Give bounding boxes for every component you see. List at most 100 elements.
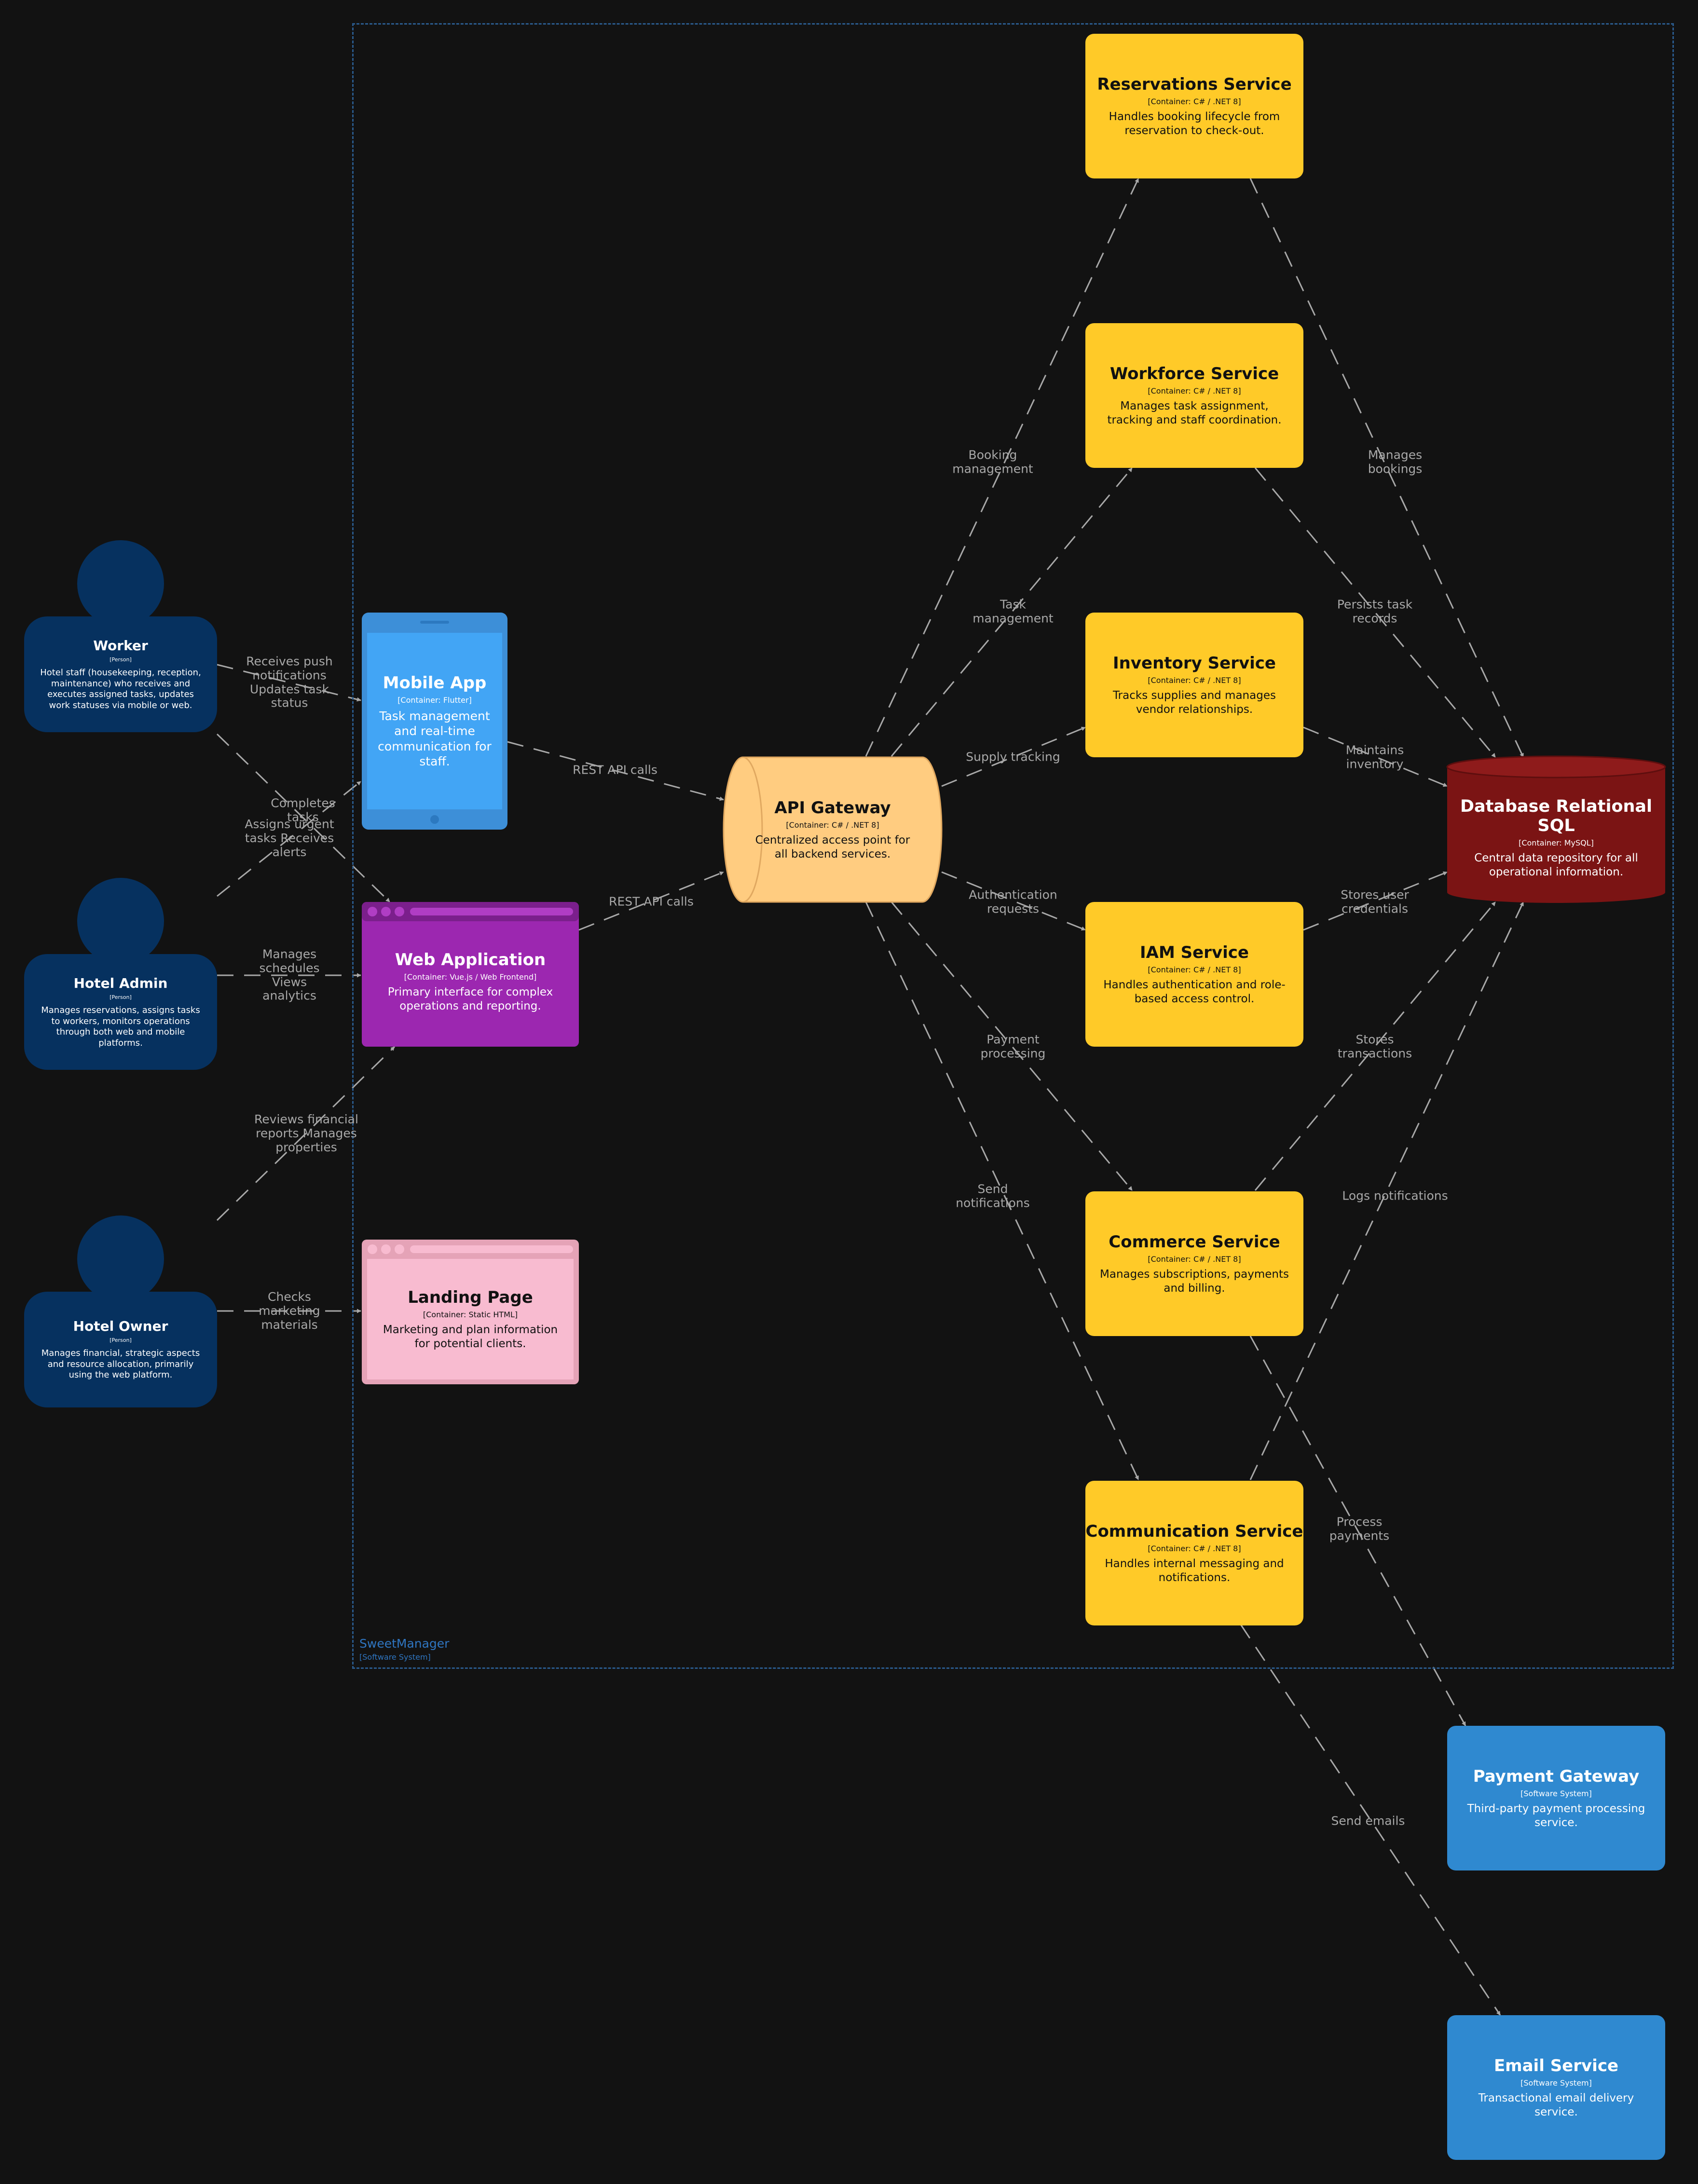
web-app-frame (362, 902, 579, 1047)
container-desc: Manages subscriptions, payments and bill… (1100, 1268, 1289, 1295)
edge-gateway-workforce (890, 467, 1133, 757)
container-tag: [Container: C# / .NET 8] (1148, 96, 1241, 106)
person-title: Hotel Owner (73, 1318, 168, 1335)
container-title: IAM Service (1140, 942, 1249, 962)
container-workforce-service[interactable]: Workforce Service [Container: C# / .NET … (1085, 323, 1303, 468)
edge-label-gw-commerce: Payment processing (980, 1032, 1046, 1060)
edge-label-iam-db: Stores user credentials (1341, 887, 1409, 915)
edge-label-gw-reservations: Booking management (952, 448, 1033, 476)
container-tag: [Container: C# / .NET 8] (1148, 1254, 1241, 1264)
container-database[interactable]: Database Relational SQL [Container: MySQ… (1447, 778, 1665, 898)
container-title: Mobile App (383, 673, 487, 693)
edge-label-gw-communication: Send notifications (956, 1182, 1030, 1210)
edge-label-inventory-db: Maintains inventory (1345, 743, 1404, 771)
container-title: Commerce Service (1109, 1232, 1280, 1252)
edge-label-owner-landing: Checks marketing materials (259, 1289, 320, 1332)
edge-label-owner-web: Reviews financial reports Manages proper… (254, 1112, 358, 1154)
container-desc: Marketing and plan information for poten… (383, 1323, 558, 1350)
person-desc: Manages financial, strategic aspects and… (41, 1348, 200, 1380)
external-payment-gateway[interactable]: Payment Gateway [Software System] Third-… (1447, 1726, 1665, 1870)
edge-gateway-commerce (890, 901, 1133, 1191)
edge-label-worker-mobile: Receives push notifications Updates task… (246, 654, 333, 710)
container-tag: [Container: C# / .NET 8] (1148, 386, 1241, 396)
container-title: Web Application (395, 950, 546, 969)
person-title: Hotel Admin (73, 975, 168, 991)
person-head-icon (77, 878, 164, 965)
boundary-type: [Software System] (359, 1652, 431, 1662)
container-desc: Task management and real-time communicat… (378, 709, 492, 768)
edge-label-gw-inventory: Supply tracking (966, 750, 1060, 764)
edge-commerce-db (1254, 901, 1496, 1191)
edge-workforce-db (1254, 467, 1496, 758)
container-landing-page[interactable]: Landing Page [Container: Static HTML] Ma… (367, 1259, 574, 1379)
container-desc: Manages task assignment, tracking and st… (1107, 399, 1282, 426)
edge-communication-email (1240, 1624, 1501, 2016)
edge-worker-web (216, 733, 391, 903)
edge-label-gw-workforce: Task management (972, 597, 1054, 625)
person-title: Worker (93, 638, 148, 654)
person-desc: Manages reservations, assigns tasks to w… (41, 1005, 200, 1048)
container-commerce-service[interactable]: Commerce Service [Container: C# / .NET 8… (1085, 1191, 1303, 1336)
edge-label-workforce-db: Persists task records (1337, 597, 1413, 625)
container-title: Database Relational SQL (1460, 796, 1653, 835)
container-desc: Transactional email delivery service. (1478, 2091, 1634, 2118)
container-communication-service[interactable]: Communication Service [Container: C# / .… (1085, 1481, 1303, 1625)
container-tag: [Container: C# / .NET 8] (1148, 675, 1241, 685)
container-api-gateway[interactable]: API Gateway [Container: C# / .NET 8] Cen… (743, 757, 922, 902)
landing-page-frame (362, 1240, 579, 1384)
container-tag: [Container: Vue.js / Web Frontend] (404, 972, 537, 982)
person-desc: Hotel staff (housekeeping, reception, ma… (40, 668, 201, 710)
edge-worker-mobile (217, 664, 361, 702)
container-inventory-service[interactable]: Inventory Service [Container: C# / .NET … (1085, 613, 1303, 757)
container-tag: [Container: Flutter] (397, 696, 472, 705)
edge-admin-mobile (217, 780, 361, 897)
container-tag: [Container: MySQL] (1519, 838, 1594, 847)
container-tag: [Container: C# / .NET 8] (1148, 965, 1241, 974)
container-reservations-service[interactable]: Reservations Service [Container: C# / .N… (1085, 34, 1303, 178)
container-desc: Handles authentication and role-based ac… (1103, 978, 1286, 1005)
container-mobile-app[interactable]: Mobile App [Container: Flutter] Task man… (367, 633, 502, 809)
container-desc: Primary interface for complex operations… (387, 985, 553, 1012)
container-tag: [Container: C# / .NET 8] (1148, 1543, 1241, 1553)
edge-label-commerce-db: Stores transactions (1337, 1032, 1412, 1060)
person-head-icon (77, 1215, 164, 1302)
container-tag: [Software System] (1520, 1788, 1592, 1798)
boundary-name: SweetManager (359, 1637, 450, 1651)
person-tag: [Person] (110, 656, 132, 663)
edge-mobile-gateway (507, 741, 724, 801)
person-tag: [Person] (110, 1337, 132, 1344)
edge-label-admin-web: Manages schedules Views analytics (259, 947, 320, 1003)
container-tag: [Software System] (1520, 2078, 1592, 2088)
person-head-icon (77, 540, 164, 627)
edge-commerce-payment (1249, 1336, 1466, 1726)
external-email-service[interactable]: Email Service [Software System] Transact… (1447, 2015, 1665, 2160)
container-title: Workforce Service (1109, 364, 1279, 383)
container-desc: Tracks supplies and manages vendor relat… (1113, 689, 1276, 716)
container-tag: [Container: Static HTML] (423, 1310, 518, 1319)
database-shape (1446, 755, 1666, 903)
edge-label-communication-email: Send emails (1331, 1814, 1405, 1828)
api-gateway-shape (723, 756, 943, 903)
person-tag: [Person] (110, 994, 132, 1000)
container-web-application[interactable]: Web Application [Container: Vue.js / Web… (367, 921, 574, 1042)
container-title: Landing Page (408, 1287, 533, 1307)
container-desc: Central data repository for all operatio… (1474, 851, 1638, 878)
mobile-app-frame (362, 613, 507, 830)
edge-label-gw-iam: Authentication requests (969, 887, 1057, 915)
edge-label-commerce-payment: Process payments (1329, 1515, 1390, 1542)
edge-label-worker-web: Completes tasks (271, 796, 335, 824)
edge-label-web-gateway: REST API calls (609, 894, 694, 909)
container-title: Payment Gateway (1473, 1766, 1640, 1786)
container-title: Communication Service (1085, 1521, 1303, 1541)
container-desc: Third-party payment processing service. (1467, 1802, 1645, 1829)
edge-label-communication-db: Logs notifications (1342, 1188, 1448, 1203)
edge-label-admin-mobile: Assigns urgent tasks Receives alerts (245, 817, 334, 859)
container-desc: Handles internal messaging and notificat… (1105, 1557, 1284, 1584)
edge-owner-web (216, 1046, 396, 1221)
container-desc: Handles booking lifecycle from reservati… (1109, 110, 1280, 137)
container-tag: [Container: C# / .NET 8] (786, 820, 879, 830)
container-title: API Gateway (774, 798, 891, 818)
edge-label-mobile-gateway: REST API calls (573, 763, 657, 777)
container-iam-service[interactable]: IAM Service [Container: C# / .NET 8] Han… (1085, 902, 1303, 1047)
